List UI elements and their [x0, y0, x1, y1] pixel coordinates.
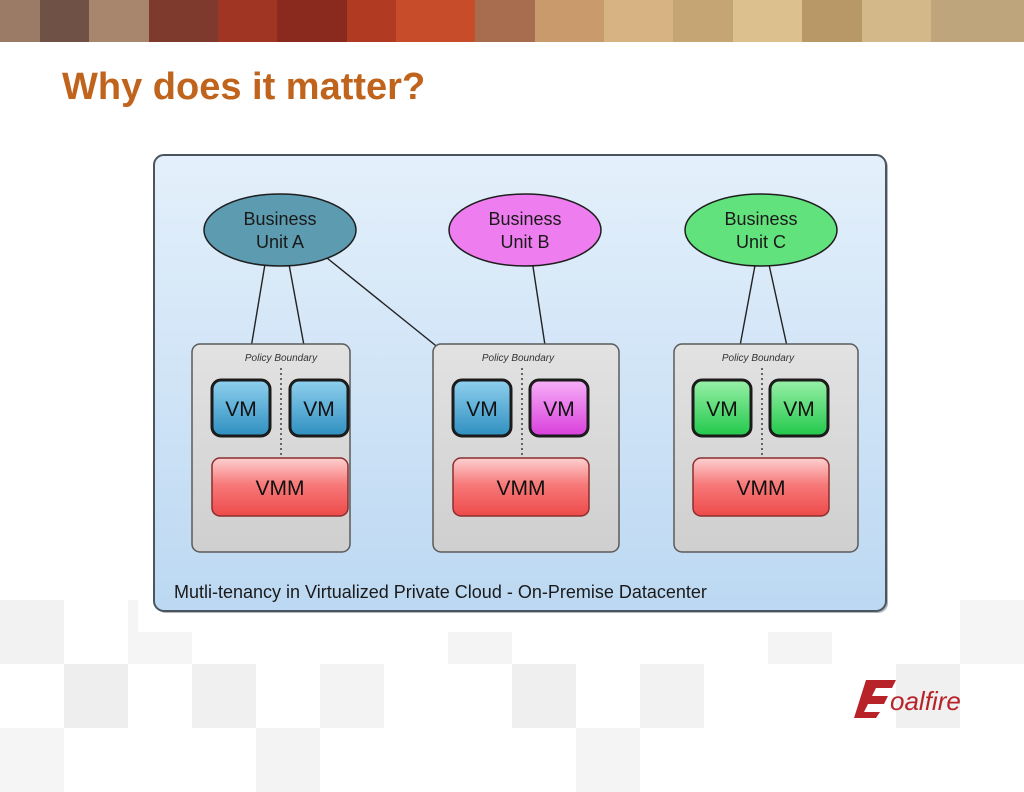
- vmm-b-label: VMM: [497, 477, 546, 500]
- vm-b1: [451, 378, 513, 438]
- policy-label-b: Policy Boundary: [482, 353, 555, 364]
- vm-b2: [528, 378, 590, 438]
- business-unit-c-line1: Business: [724, 209, 797, 229]
- multi-tenancy-diagram: Policy Boundary Policy Boundary Policy B…: [138, 148, 900, 632]
- vmm-a: [211, 457, 349, 517]
- vmm-c-label: VMM: [737, 477, 786, 500]
- business-unit-a-line1: Business: [243, 209, 316, 229]
- business-unit-c: [684, 193, 838, 267]
- vm-c2: [768, 378, 830, 438]
- vm-b2-label: VM: [543, 398, 575, 421]
- logo-wordmark: oalfire: [890, 686, 961, 716]
- vmm-a-label: VMM: [256, 477, 305, 500]
- policy-label-c: Policy Boundary: [722, 353, 795, 364]
- policy-group-b: [432, 343, 620, 553]
- vmm-b: [452, 457, 590, 517]
- business-unit-a: [203, 193, 357, 267]
- vm-a1: [210, 378, 272, 438]
- business-unit-b-line2: Unit B: [500, 232, 549, 252]
- policy-group-c: [673, 343, 859, 553]
- vm-a1-label: VM: [225, 398, 257, 421]
- vm-c1: [691, 378, 753, 438]
- business-unit-a-line2: Unit A: [256, 232, 304, 252]
- diagram-canvas: Policy Boundary Policy Boundary Policy B…: [153, 154, 888, 613]
- logo-c-mark: [854, 680, 896, 718]
- policy-label-a: Policy Boundary: [245, 353, 318, 364]
- business-unit-b: [448, 193, 602, 267]
- header-banner: [0, 0, 1024, 42]
- vmm-c: [692, 457, 830, 517]
- vm-c1-label: VM: [706, 398, 738, 421]
- diagram-caption: Mutli-tenancy in Virtualized Private Clo…: [174, 582, 707, 602]
- slide-title: Why does it matter?: [62, 66, 426, 108]
- business-unit-b-line1: Business: [488, 209, 561, 229]
- vm-b1-label: VM: [466, 398, 498, 421]
- coalfire-logo-graphic: oalfire: [854, 680, 961, 718]
- business-unit-c-line2: Unit C: [736, 232, 786, 252]
- policy-group-a: [191, 343, 351, 553]
- vm-a2: [288, 378, 350, 438]
- vm-c2-label: VM: [783, 398, 815, 421]
- vm-a2-label: VM: [303, 398, 335, 421]
- coalfire-logo: oalfire: [852, 672, 1002, 722]
